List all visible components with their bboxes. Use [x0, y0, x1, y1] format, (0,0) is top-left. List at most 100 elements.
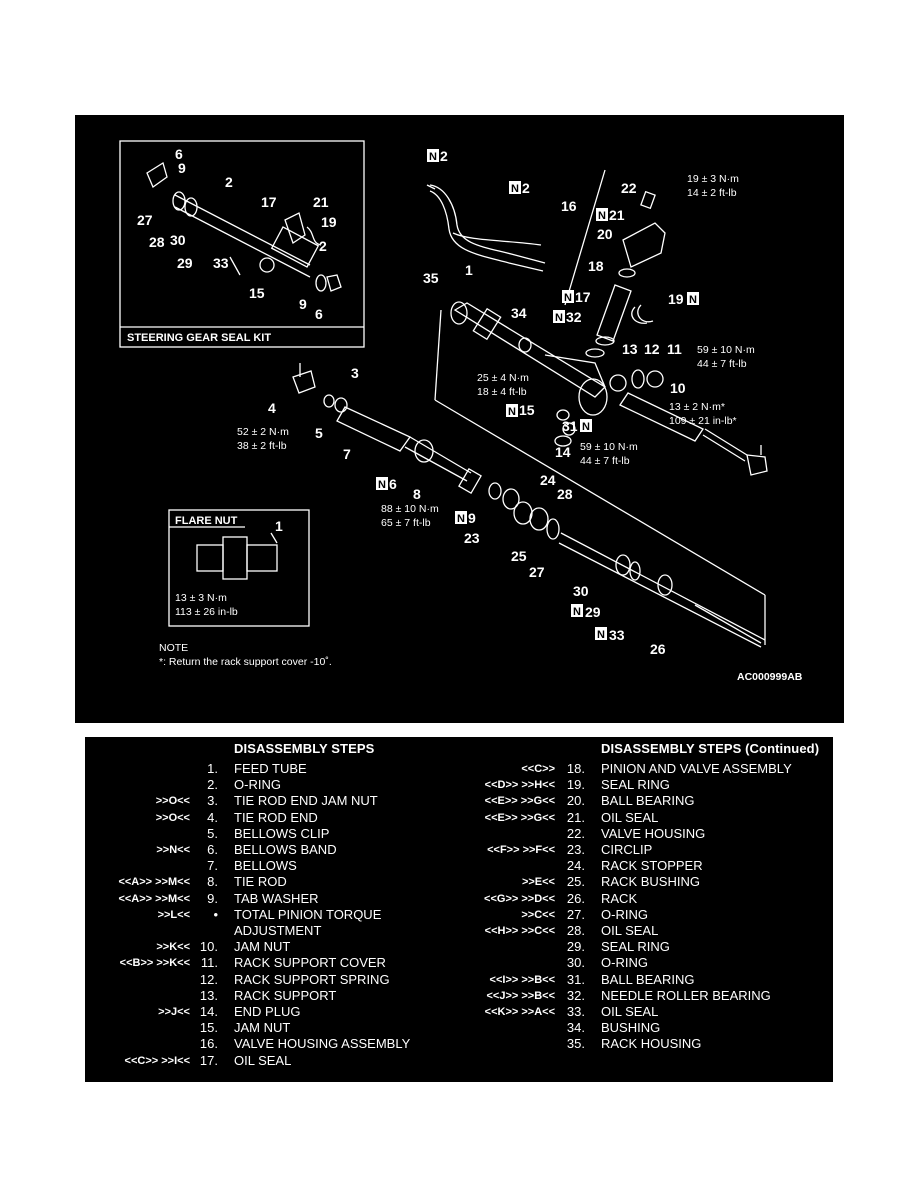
step-name: VALVE HOUSING — [601, 825, 706, 841]
kit-label-15: 15 — [249, 285, 265, 301]
step-number: 27. — [566, 906, 585, 922]
callout-2: 2 — [522, 180, 530, 196]
callout-14: 14 — [555, 444, 571, 460]
step-code: >>C<< — [521, 908, 555, 921]
kit-label-19: 19 — [321, 214, 337, 230]
callout-12: 12 — [644, 341, 660, 357]
kit-label-2b: 2 — [319, 238, 327, 254]
kit-label-27: 27 — [137, 212, 153, 228]
callout-25: 25 — [511, 548, 527, 564]
step-name: BELLOWS CLIP — [234, 825, 330, 841]
flare-nut-part: 1 — [275, 518, 283, 534]
callout-21: 21 — [609, 207, 625, 223]
step-number: 17. — [199, 1052, 218, 1068]
torque-22-nm: 19 ± 3 N·m — [687, 173, 739, 185]
step-name: SEAL RING — [601, 939, 670, 955]
step-code: >>N<< — [156, 844, 190, 856]
step-code: <<D>> >>H<< — [484, 779, 555, 792]
step-name: ADJUSTMENT — [234, 923, 322, 938]
step-name: TAB WASHER — [234, 890, 319, 906]
new-part-badges: N N N N N N N N N N N N — [376, 149, 699, 641]
callout-1: 1 — [465, 262, 473, 278]
step-name: RACK SUPPORT COVER — [234, 955, 386, 971]
callout-11: 11 — [667, 341, 682, 357]
torque-4-ft: 38 ± 2 ft-lb — [237, 440, 287, 452]
step-name: BALL BEARING — [601, 971, 695, 987]
step-name: END PLUG — [234, 1004, 301, 1019]
step-name: BELLOWS — [234, 858, 297, 874]
step-name: BALL BEARING — [601, 793, 695, 809]
step-number: 33. — [566, 1004, 585, 1019]
n-badge: N — [689, 294, 697, 306]
step-number: 15. — [199, 1020, 218, 1036]
step-name: TIE ROD — [234, 874, 287, 890]
callout-22: 22 — [621, 180, 637, 196]
step-name: TIE ROD END JAM NUT — [234, 793, 378, 809]
step-name: SEAL RING — [601, 777, 670, 793]
flare-torque-inlb: 113 ± 26 in-lb — [175, 606, 238, 618]
step-number: 16. — [199, 1036, 218, 1052]
step-name: CIRCLIP — [601, 842, 653, 857]
step-number: 3. — [207, 793, 218, 809]
step-name: OIL SEAL — [234, 1052, 292, 1068]
seal-kit-box — [119, 140, 365, 348]
step-number: 11. — [200, 955, 218, 971]
torque-22-ft: 14 ± 2 ft-lb — [687, 187, 737, 199]
step-number: 2. — [207, 777, 218, 793]
steering-gear-diagram: 6 9 2 27 28 30 17 21 19 2 29 33 15 9 6 S… — [119, 140, 803, 683]
step-name: JAM NUT — [234, 1020, 291, 1036]
torque-8-ft: 65 ± 7 ft-lb — [381, 517, 431, 529]
step-name: VALVE HOUSING ASSEMBLY — [234, 1036, 411, 1052]
torque-11-nm: 59 ± 10 N·m — [697, 344, 755, 356]
step-name: O-RING — [601, 906, 648, 922]
step-code: <<J>> >>B<< — [486, 989, 555, 1002]
step-name: RACK STOPPER — [601, 858, 703, 874]
step-name: RACK SUPPORT SPRING — [234, 971, 390, 987]
step-name: RACK HOUSING — [601, 1036, 702, 1052]
note-title: NOTE — [159, 642, 188, 654]
step-number: 35. — [566, 1036, 585, 1052]
step-code: <<I>> >>B<< — [489, 973, 555, 986]
kit-label-29: 29 — [177, 255, 193, 271]
step-number: 19. — [566, 777, 585, 793]
step-code: <<C>> — [521, 763, 555, 775]
n-badge: N — [511, 183, 519, 195]
flare-nut-title: FLARE NUT — [175, 515, 238, 527]
torque-10-nm: 13 ± 2 N·m* — [669, 401, 725, 413]
step-name: O-RING — [601, 955, 648, 971]
step-name: NEEDLE ROLLER BEARING — [601, 987, 771, 1003]
step-code: <<E>> >>G<< — [484, 795, 555, 808]
callout-9: 9 — [468, 510, 476, 526]
step-name: O-RING — [234, 777, 281, 793]
step-number: 30. — [566, 955, 585, 971]
kit-label-17: 17 — [261, 194, 277, 210]
step-number: 9. — [207, 890, 218, 906]
image-code: AC000999AB — [737, 671, 803, 683]
callout-29: 29 — [585, 604, 601, 620]
n-badge: N — [457, 513, 465, 525]
callout-34: 34 — [511, 305, 527, 321]
kit-label-6b: 6 — [315, 306, 323, 322]
torque-8-nm: 88 ± 10 N·m — [381, 503, 439, 515]
step-code: <<G>> >>D<< — [484, 892, 555, 905]
torque-10-in: 109 ± 21 in-lb* — [669, 415, 737, 427]
step-number: 8. — [207, 874, 218, 890]
step-number: • — [213, 906, 218, 922]
step-number: 21. — [566, 809, 585, 825]
step-name: PINION AND VALVE ASSEMBLY — [601, 761, 792, 776]
torque-25-nm: 25 ± 4 N·m — [477, 372, 529, 384]
step-code: >>J<< — [158, 1006, 190, 1018]
torque-11-ft: 44 ± 7 ft-lb — [697, 358, 747, 370]
step-number: 4. — [207, 809, 218, 825]
step-number: 25. — [566, 874, 585, 890]
kit-label-33: 33 — [213, 255, 229, 271]
callout-15: 15 — [519, 402, 535, 418]
step-name: RACK BUSHING — [601, 874, 700, 890]
step-code: <<B>> >>K<< — [119, 957, 190, 970]
n-badge: N — [564, 292, 572, 304]
callout-10: 10 — [670, 380, 686, 396]
callout-7: 7 — [343, 446, 351, 462]
step-code: >>E<< — [521, 876, 555, 889]
step-number: 26. — [566, 890, 585, 906]
step-name: OIL SEAL — [601, 1004, 659, 1019]
